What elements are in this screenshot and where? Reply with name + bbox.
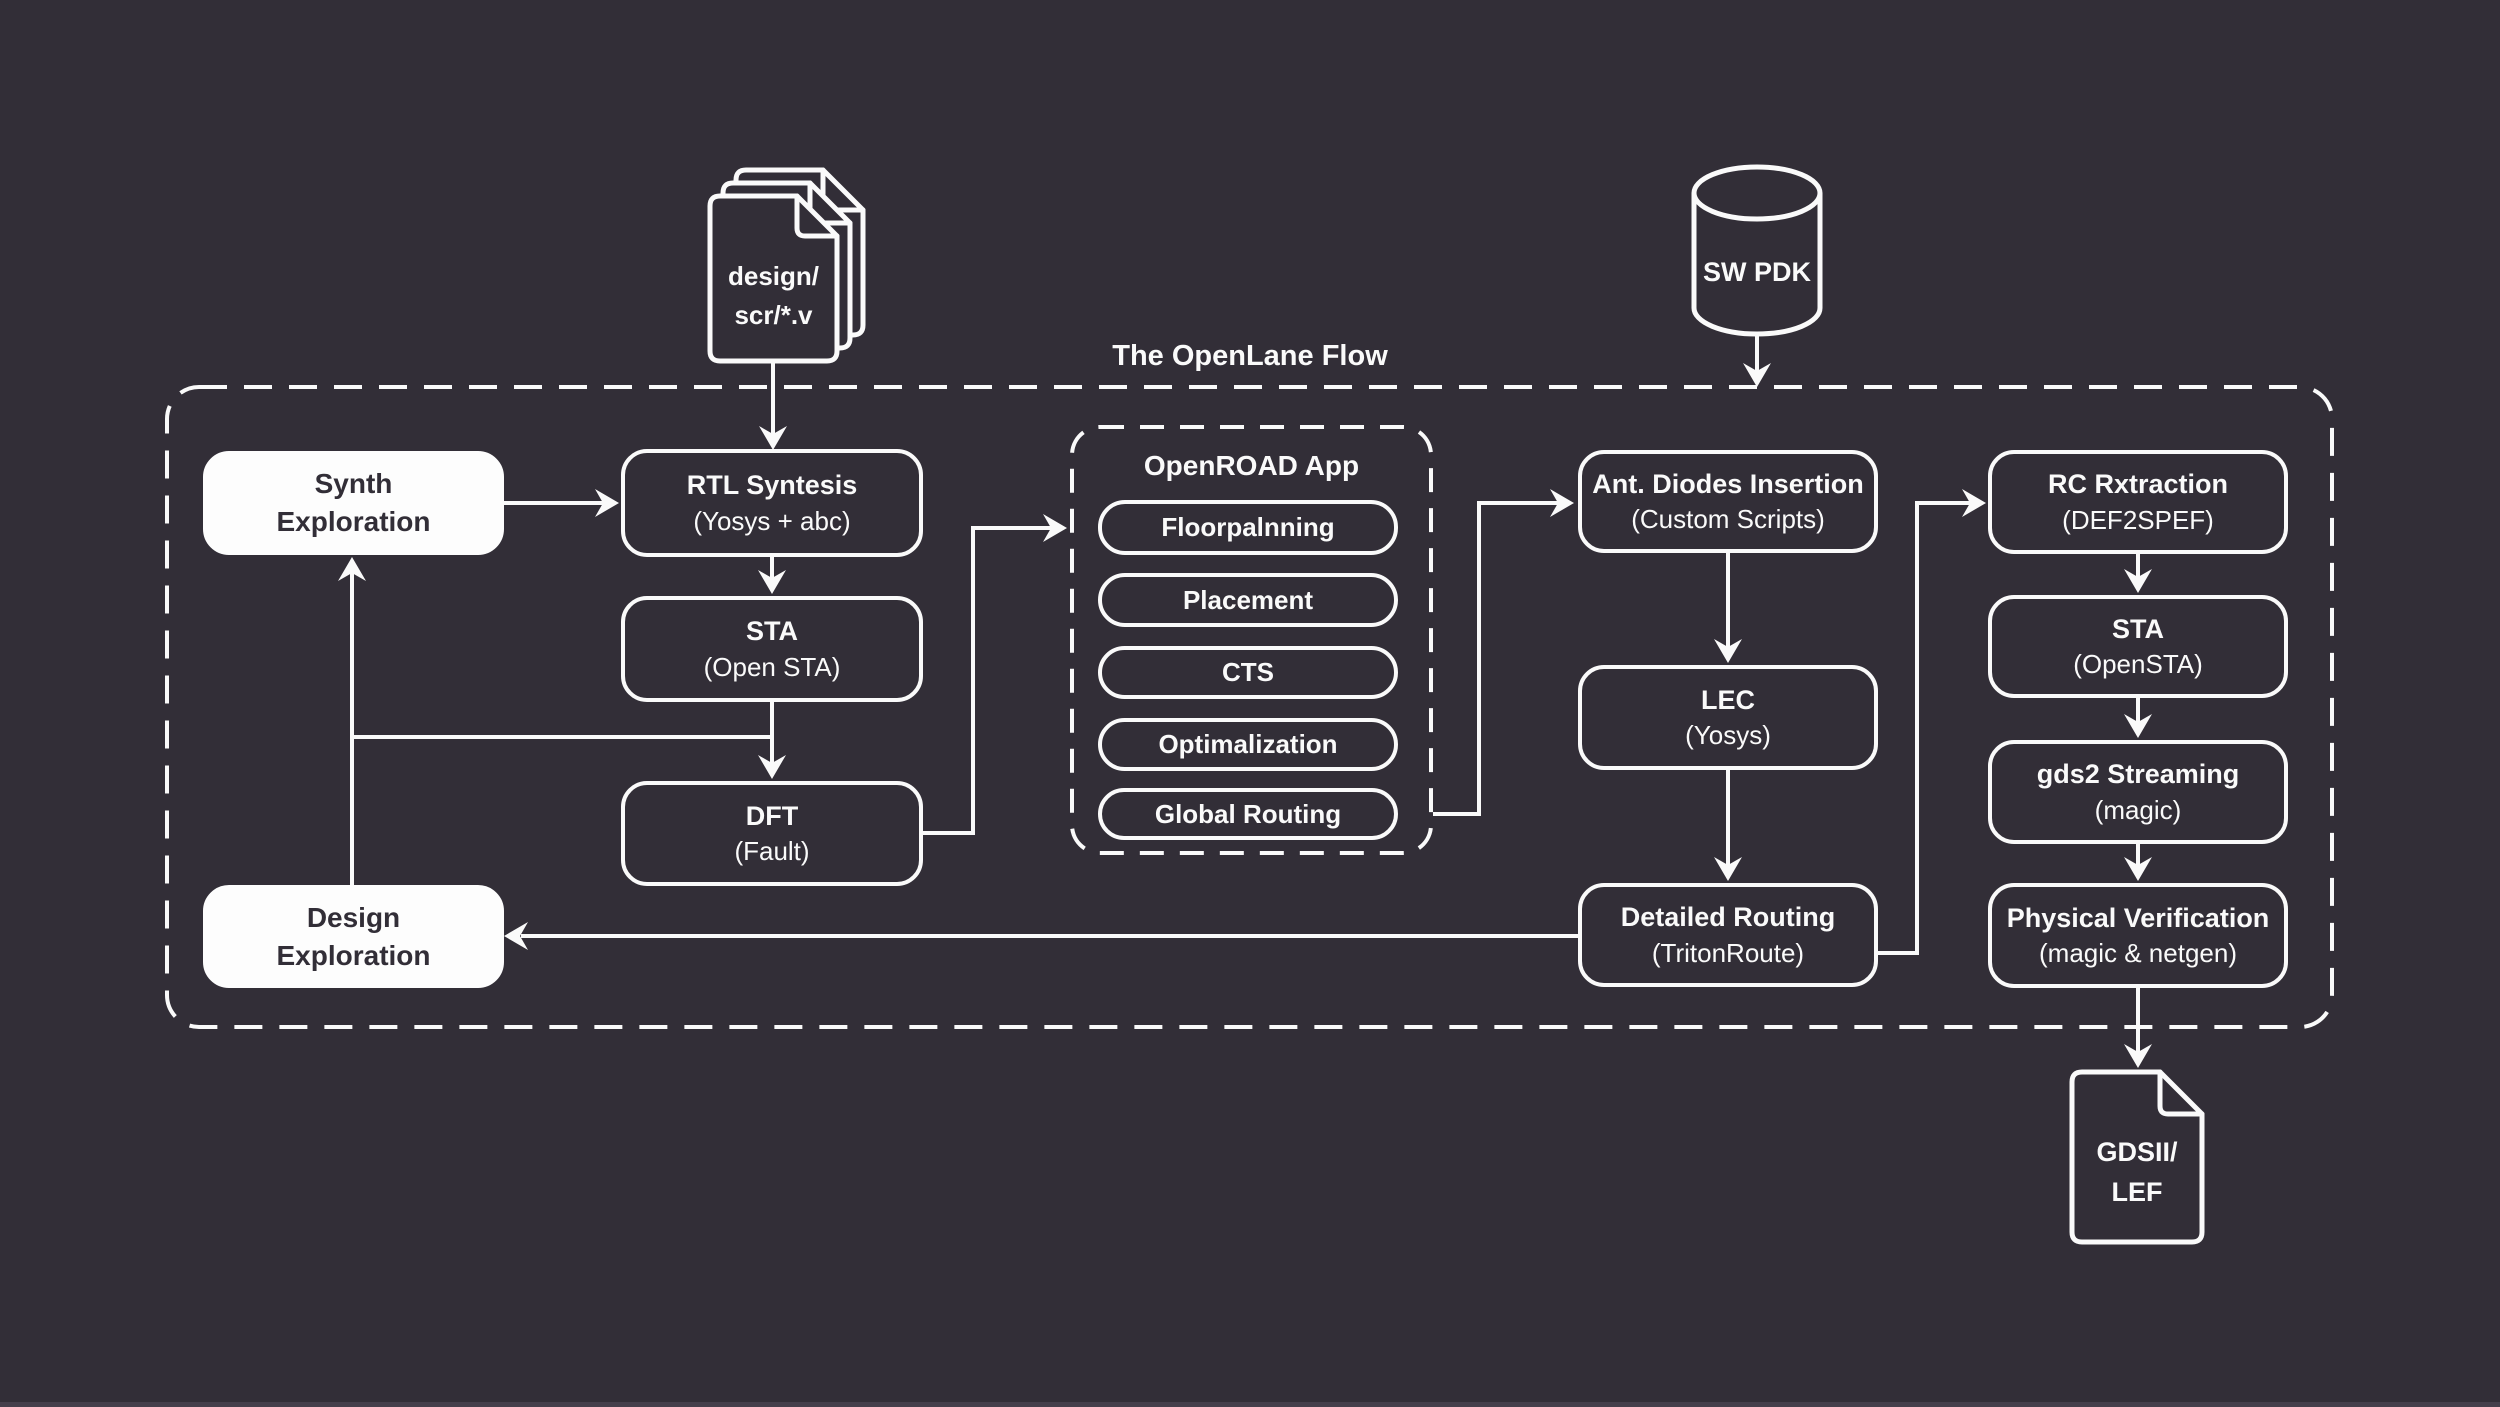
arrow-rc-extraction-to-sta2 (2124, 554, 2152, 593)
arrow-gds2-to-physical-verification (2124, 844, 2152, 881)
openroad-group-boundary (1070, 425, 1433, 855)
node-title: Ant. Diodes Insertion (1592, 468, 1864, 499)
openroad-step-cts: CTS (1098, 646, 1398, 699)
node-ant-diodes-insertion: Ant. Diodes Insertion (Custom Scripts) (1578, 450, 1878, 553)
node-dft: DFT (Fault) (621, 781, 923, 886)
document-stack-icon (707, 167, 866, 364)
node-subtitle: (TritonRoute) (1651, 937, 1805, 968)
node-title: STA (2112, 613, 2164, 644)
node-rc-extraction: RC Rxtraction (DEF2SPEF) (1988, 450, 2288, 554)
arrow-dft-to-openroad (923, 514, 1067, 835)
pdk-label: SW PDK (1703, 256, 1811, 287)
node-subtitle: (Open STA) (703, 651, 841, 682)
node-subtitle: (magic) (2094, 794, 2182, 825)
arrow-detailed-routing-to-design-exploration (504, 922, 1578, 950)
arrow-synth-exploration-to-rtl (504, 489, 619, 517)
arrow-design-files-to-rtl (759, 361, 787, 450)
arrow-sta-to-dft (758, 702, 786, 779)
node-title: LEC (1701, 684, 1755, 715)
arrow-rtl-to-sta (758, 557, 786, 594)
node-rtl-synthesis: RTL Syntesis (Yosys + abc) (621, 449, 923, 557)
node-sta-open2: STA (OpenSTA) (1988, 595, 2288, 698)
node-subtitle: (Yosys) (1685, 720, 1771, 751)
arrow-detailed-routing-to-rc-extraction (1878, 489, 1986, 955)
node-lec: LEC (Yosys) (1578, 665, 1878, 770)
arrow-pdk-to-flow (1743, 334, 1771, 387)
node-title: Design Exploration (276, 901, 431, 971)
node-title: Physical Verification (2006, 902, 2270, 933)
openroad-step-floorplanning: Floorpalnning (1098, 500, 1398, 555)
document-icon (2069, 1069, 2205, 1245)
screen-bottom-edge (0, 1402, 2500, 1407)
gdsii-lef-label: GDSII/ LEF (2096, 1136, 2178, 1208)
arrow-physical-verification-to-gdsii (2124, 988, 2152, 1068)
node-subtitle: (DEF2SPEF) (2062, 504, 2214, 535)
node-gds2-streaming: gds2 Streaming (magic) (1988, 740, 2288, 844)
node-title: Detailed Routing (1620, 902, 1836, 933)
node-design-exploration: Design Exploration (203, 885, 504, 988)
node-subtitle: (Yosys + abc) (693, 505, 851, 536)
diagram-title: The OpenLane Flow (1112, 339, 1388, 372)
node-title: gds2 Streaming (2036, 759, 2240, 790)
node-title: DFT (745, 800, 799, 831)
arrow-design-exploration-to-synth-exploration (338, 557, 366, 885)
openroad-step-global-routing: Global Routing (1098, 788, 1398, 840)
node-physical-verification: Physical Verification (magic & netgen) (1988, 883, 2288, 988)
database-cylinder-icon (1691, 164, 1823, 337)
node-title: Synth Exploration (276, 468, 431, 537)
node-subtitle: (Custom Scripts) (1631, 504, 1825, 535)
node-detailed-routing: Detailed Routing (TritonRoute) (1578, 883, 1878, 987)
flow-boundary (165, 385, 2334, 1029)
node-subtitle: (OpenSTA) (2073, 649, 2203, 680)
arrow-lec-to-detailed-routing (1714, 770, 1742, 881)
node-synth-exploration: Synth Exploration (203, 451, 504, 555)
arrow-openroad-to-ant-diodes (1433, 489, 1574, 816)
arrow-ant-diodes-to-lec (1714, 553, 1742, 663)
node-title: STA (746, 616, 798, 647)
node-subtitle: (Fault) (734, 836, 810, 867)
design-files-label: design/ scr/*.v (727, 260, 819, 330)
node-sta-open: STA (Open STA) (621, 596, 923, 702)
openroad-step-optimization: Optimalization (1098, 718, 1398, 771)
openroad-step-placement: Placement (1098, 573, 1398, 627)
node-title: RTL Syntesis (686, 470, 858, 501)
openroad-group-title: OpenROAD App (1143, 450, 1360, 481)
arrow-sta2-to-gds2 (2124, 698, 2152, 738)
node-title: RC Rxtraction (2047, 469, 2229, 500)
node-subtitle: (magic & netgen) (2039, 938, 2237, 969)
